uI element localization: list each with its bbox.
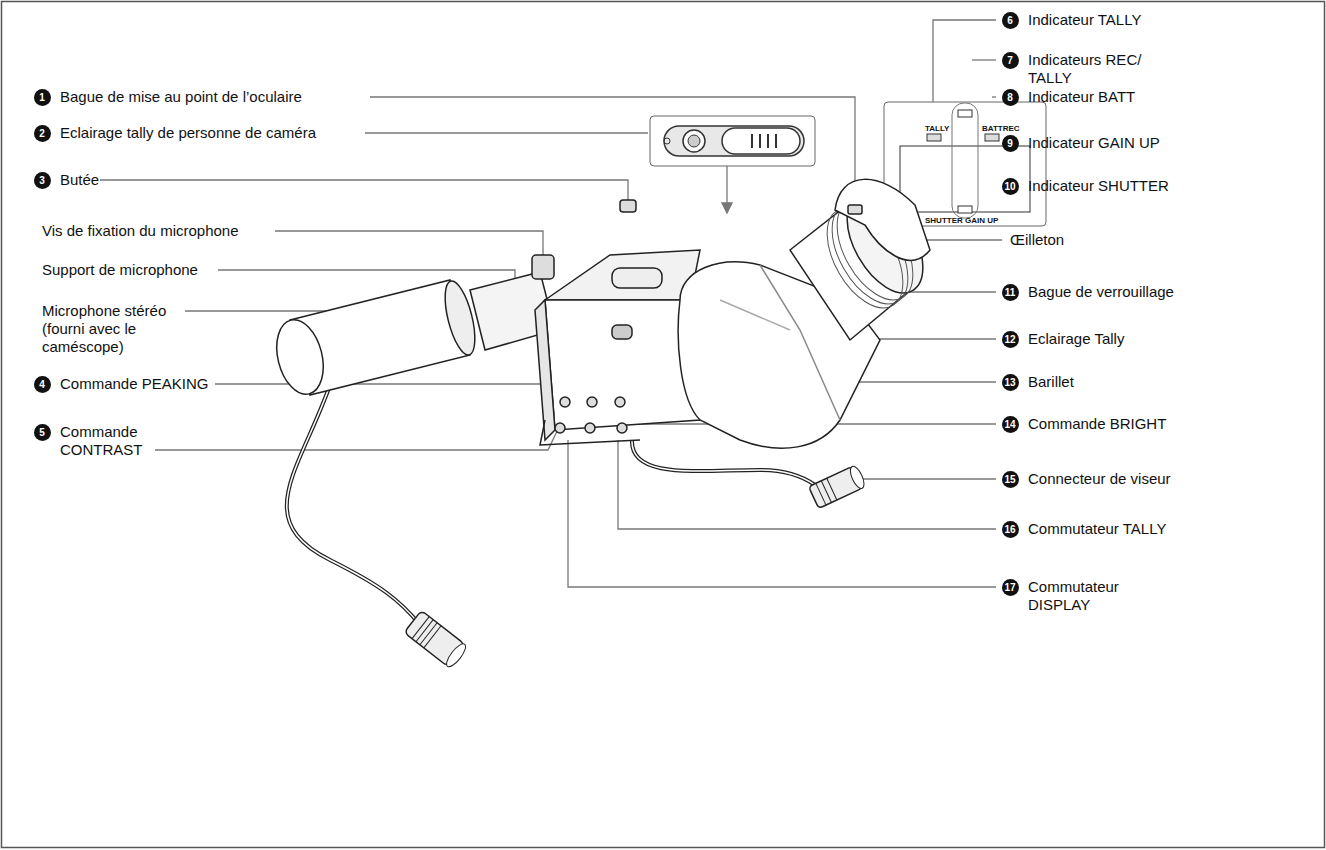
- callout-number: 15: [1002, 471, 1019, 488]
- callout-number: 3: [34, 172, 51, 189]
- part-label: Œilleton: [1010, 231, 1064, 249]
- part-label: Commande PEAKING: [60, 375, 208, 393]
- part-label: Commande BRIGHT: [1028, 415, 1166, 433]
- xlr-connector: [404, 610, 469, 669]
- viewfinder-body: [535, 200, 700, 445]
- part-label: Commutateur DISPLAY: [1028, 578, 1168, 614]
- callout-number: 10: [1002, 178, 1019, 195]
- part-label: Barillet: [1028, 373, 1074, 391]
- part-label: Indicateurs REC/ TALLY: [1028, 51, 1168, 87]
- callout-number: 7: [1002, 52, 1019, 69]
- callout-number: 8: [1002, 89, 1019, 106]
- stereo-microphone: [269, 255, 555, 399]
- viewfinder-connector: [809, 464, 867, 508]
- part-label: Indicateur SHUTTER: [1028, 177, 1169, 195]
- part-label: Eclairage tally de personne de caméra: [60, 124, 316, 142]
- part-label: Indicateur BATT: [1028, 88, 1135, 106]
- panel-marking: BATTREC: [982, 124, 1020, 133]
- callout-number: 4: [34, 376, 51, 393]
- eyepiece: [790, 179, 938, 340]
- panel-marking: SHUTTER GAIN UP: [925, 216, 998, 225]
- callout-number: 1: [34, 89, 51, 106]
- tally-light-inset: [650, 116, 815, 166]
- callout-number: 12: [1002, 331, 1019, 348]
- part-label: Vis de fixation du microphone: [42, 222, 239, 240]
- callout-number: 16: [1002, 521, 1019, 538]
- callout-number: 17: [1002, 579, 1019, 596]
- callout-number: 2: [34, 125, 51, 142]
- panel-marking: TALLY: [925, 124, 949, 133]
- part-label: Commande CONTRAST: [60, 423, 160, 459]
- callout-number: 5: [34, 424, 51, 441]
- callout-number: 6: [1002, 12, 1019, 29]
- part-label: Connecteur de viseur: [1028, 470, 1171, 488]
- part-label: Eclairage Tally: [1028, 330, 1124, 348]
- part-label: Commutateur TALLY: [1028, 520, 1166, 538]
- callout-number: 11: [1002, 284, 1019, 301]
- callout-number: 14: [1002, 416, 1019, 433]
- part-label: Indicateur GAIN UP: [1028, 134, 1160, 152]
- part-label: Support de microphone: [42, 261, 198, 279]
- part-label: Bague de verrouillage: [1028, 283, 1174, 301]
- callout-number: 9: [1002, 135, 1019, 152]
- part-label: Bague de mise au point de l’oculaire: [60, 88, 302, 106]
- part-label: Butée: [60, 171, 99, 189]
- part-label: Indicateur TALLY: [1028, 11, 1141, 29]
- leader-lines: [100, 20, 1002, 587]
- part-label: Microphone stéréo (fourni avec le camésc…: [42, 302, 182, 356]
- callout-number: 13: [1002, 374, 1019, 391]
